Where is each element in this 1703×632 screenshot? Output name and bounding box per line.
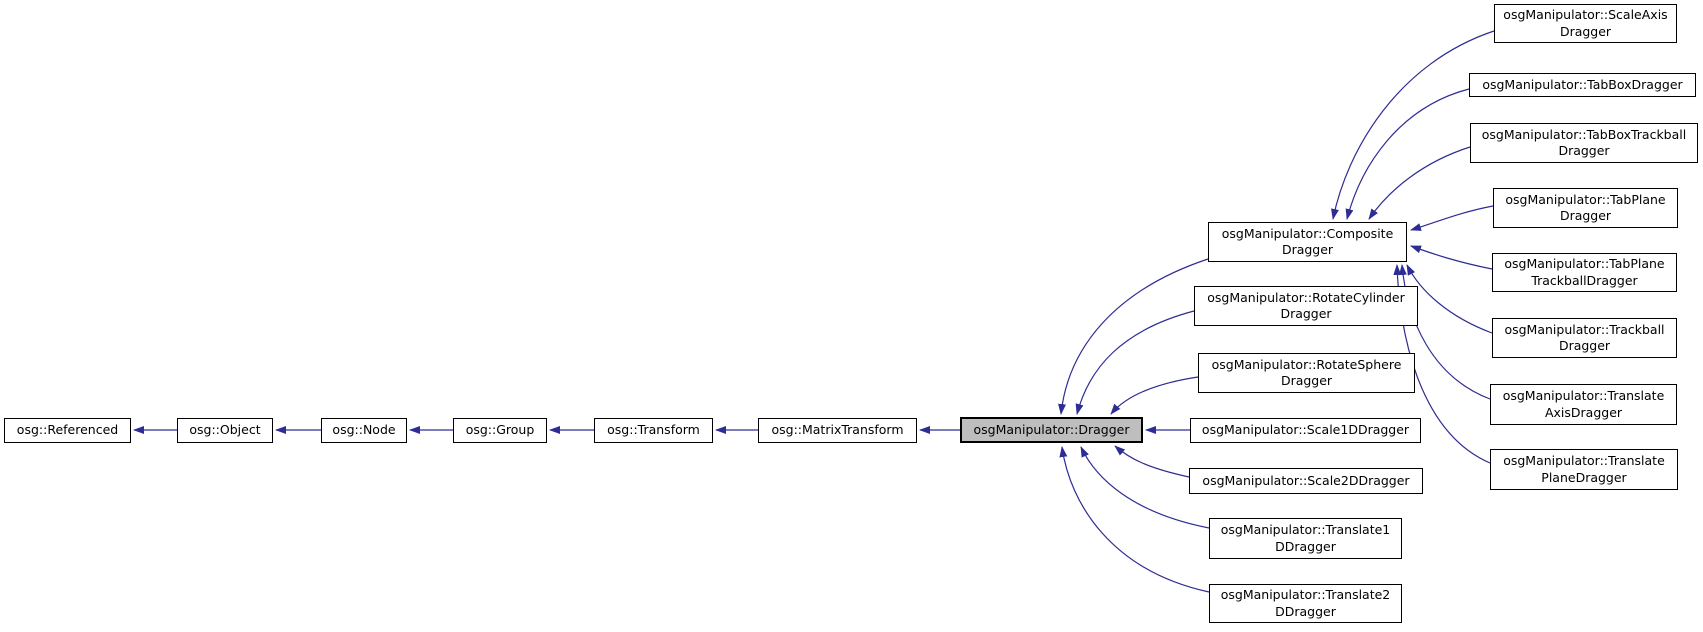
inheritance-edge-trackballdragger-to-compositedragger: [1406, 264, 1493, 334]
class-node-transform[interactable]: osg::Transform: [594, 418, 713, 443]
class-node-label: PlaneDragger: [1541, 469, 1627, 485]
class-node-label: osg::Transform: [607, 422, 700, 438]
class-node-label: osgManipulator::TabBoxTrackball: [1481, 126, 1687, 142]
class-node-label: osgManipulator::TabBoxDragger: [1482, 76, 1683, 92]
inheritance-edge-tabboxtrackballdragger-to-compositedragger: [1368, 146, 1471, 220]
class-node-matrixtransform[interactable]: osg::MatrixTransform: [758, 418, 917, 443]
inheritance-edge-compositedragger-to-dragger: [1058, 258, 1209, 415]
class-node-label: Dragger: [1281, 242, 1334, 257]
class-node-label: osgManipulator::RotateCylinder: [1207, 289, 1405, 305]
class-node-label: osgManipulator::Scale2DDragger: [1202, 472, 1410, 488]
class-node-label: osgManipulator::Translate1: [1220, 522, 1391, 537]
class-node-group[interactable]: osg::Group: [453, 418, 547, 443]
class-node-label: osg::Object: [189, 422, 261, 438]
class-node-node[interactable]: osg::Node: [321, 418, 407, 443]
class-node-label: Dragger: [1558, 143, 1610, 158]
class-node-dragger: osgManipulator::Dragger: [960, 417, 1143, 443]
class-node-label: AxisDragger: [1544, 404, 1623, 420]
class-node-label: osgManipulator::Translate: [1503, 453, 1665, 468]
class-node-label: osgManipulator::Translate: [1502, 388, 1665, 403]
class-node-label: Dragger: [1559, 23, 1612, 39]
inheritance-edge-translateaxisdragger-to-compositedragger: [1398, 264, 1491, 400]
class-node-label: osgManipulator::Scale1DDragger: [1201, 422, 1410, 438]
class-node-label: Dragger: [1558, 338, 1611, 353]
class-node-label: osgManipulator::ScaleAxis: [1503, 7, 1668, 22]
class-node-referenced[interactable]: osg::Referenced: [4, 418, 131, 443]
class-node-label: osg::Node: [332, 422, 396, 438]
inheritance-edge-translate1ddragger-to-dragger: [1080, 446, 1210, 529]
class-node-label: osgManipulator::TabPlane: [1504, 256, 1665, 271]
inheritance-edge-rotatecylinderdragger-to-dragger: [1075, 310, 1195, 415]
inheritance-edge-scaleaxisdragger-to-compositedragger: [1331, 30, 1495, 220]
class-node-label: osgManipulator::Composite: [1221, 225, 1394, 241]
class-node-tabboxdragger[interactable]: osgManipulator::TabBoxDragger: [1469, 73, 1696, 97]
class-node-label: osgManipulator::Trackball: [1504, 321, 1665, 337]
class-node-scale2ddragger[interactable]: osgManipulator::Scale2DDragger: [1189, 468, 1423, 494]
class-node-label: osgManipulator::Translate2: [1220, 587, 1391, 602]
inheritance-edge-tabplanetrackballdragger-to-compositedragger: [1410, 245, 1493, 270]
inheritance-edge-tabboxdragger-to-compositedragger: [1345, 88, 1470, 220]
class-node-object[interactable]: osg::Object: [177, 418, 273, 443]
class-node-label: Dragger: [1280, 373, 1333, 388]
class-node-label: osgManipulator::Dragger: [973, 421, 1130, 437]
class-node-label: osgManipulator::RotateSphere: [1211, 356, 1402, 372]
class-node-label: osg::MatrixTransform: [771, 422, 904, 438]
class-node-label: Dragger: [1559, 208, 1612, 223]
class-node-label: DDragger: [1275, 538, 1336, 554]
class-node-label: osgManipulator::TabPlane: [1505, 191, 1666, 207]
class-node-label: DDragger: [1275, 603, 1336, 619]
class-node-label: Dragger: [1280, 306, 1332, 321]
inheritance-edge-scale2ddragger-to-dragger: [1114, 445, 1190, 478]
inheritance-edge-tabplanedragger-to-compositedragger: [1410, 205, 1494, 231]
inheritance-edge-translate2ddragger-to-dragger: [1059, 446, 1210, 593]
inheritance-edge-rotatespheredragger-to-dragger: [1110, 376, 1199, 415]
class-node-label: osg::Referenced: [16, 422, 119, 438]
class-node-label: osg::Group: [465, 422, 535, 438]
class-node-scale1ddragger[interactable]: osgManipulator::Scale1DDragger: [1190, 418, 1421, 443]
class-node-label: TrackballDragger: [1531, 272, 1638, 288]
